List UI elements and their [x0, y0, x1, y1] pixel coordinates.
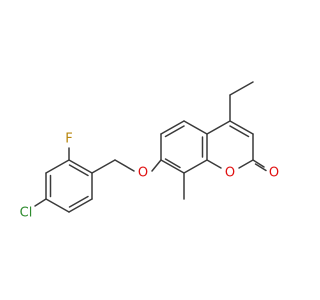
coumarin-benzo-ring: [160, 120, 208, 174]
bond: [206, 120, 231, 135]
bond: [160, 159, 185, 174]
bond-ethyl: [229, 81, 254, 96]
chlorine-atom-label: Cl: [20, 206, 33, 221]
bond-benzyl: [91, 159, 116, 174]
carbonyl-oxygen-label: O: [269, 166, 279, 181]
bond-carbonyl: [252, 159, 265, 168]
bond: [183, 159, 208, 174]
molecule-structure: F Cl O O O: [20, 81, 279, 221]
bond: [45, 198, 70, 213]
bond: [229, 120, 254, 135]
bond: [164, 158, 181, 169]
bond: [68, 159, 93, 174]
bond: [68, 164, 89, 177]
bond: [68, 198, 93, 213]
bond-ch2-o: [114, 159, 135, 172]
fluorine-atom-label: F: [65, 132, 72, 147]
ring-oxygen-label: O: [225, 166, 235, 181]
bond-c-cl: [34, 198, 47, 207]
bond: [183, 120, 208, 135]
bond-o-c7: [151, 159, 162, 172]
structure-canvas: F Cl O O O: [20, 81, 279, 221]
ether-oxygen-label: O: [138, 166, 148, 181]
pyranone-ring: [206, 120, 254, 169]
bond: [229, 125, 250, 138]
bond: [45, 159, 70, 174]
bond: [238, 159, 254, 169]
bond-carbonyl: [254, 163, 267, 172]
bond: [68, 195, 89, 208]
chlorofluorophenyl-ring: [45, 159, 93, 213]
bond: [164, 125, 185, 138]
bond: [160, 120, 185, 135]
bond: [206, 159, 222, 169]
